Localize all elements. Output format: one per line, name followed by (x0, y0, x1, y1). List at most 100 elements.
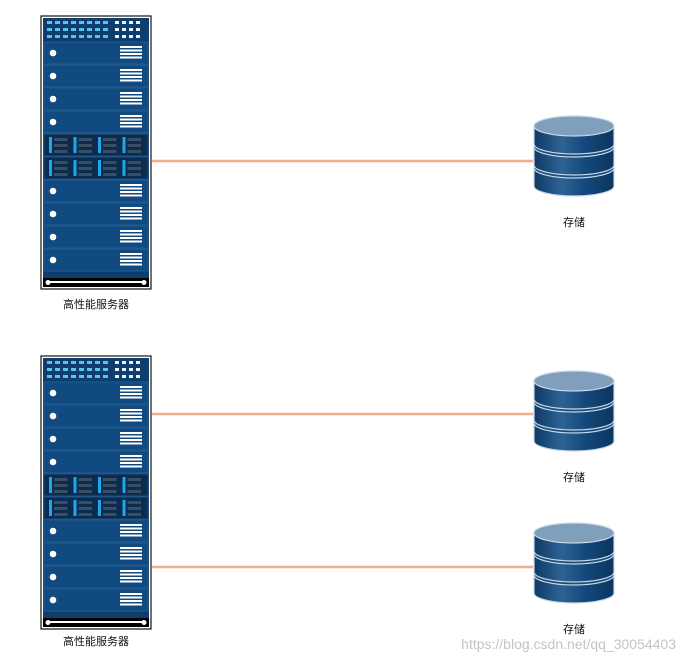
rack-wheel-icon (45, 280, 51, 285)
vent-icon (120, 237, 142, 239)
port-icon (103, 28, 108, 31)
drive-slot (54, 478, 68, 481)
port-icon (87, 361, 92, 364)
drive-led-icon (98, 160, 101, 176)
drive-slot (127, 513, 141, 516)
vent-icon (120, 214, 142, 216)
port-icon (115, 21, 119, 24)
power-led-icon (49, 95, 57, 103)
drive-slot (103, 138, 117, 141)
drive-slot (54, 167, 68, 170)
vent-icon (120, 191, 142, 193)
storage-label: 存储 (563, 471, 585, 484)
drive-slot (78, 484, 92, 487)
vent-icon (120, 72, 142, 75)
port-icon (129, 35, 133, 38)
drive-led-icon (98, 477, 101, 493)
drive-slot (103, 150, 117, 153)
drive-slot (78, 501, 92, 504)
vent-icon (120, 600, 142, 602)
port-icon (79, 35, 84, 38)
port-icon (79, 361, 84, 364)
port-icon (129, 28, 133, 31)
port-icon (47, 368, 52, 371)
drive-slot (127, 150, 141, 153)
vent-icon (120, 260, 142, 262)
vent-icon (120, 53, 142, 55)
drive-slot (103, 161, 117, 164)
drive-slot (103, 144, 117, 147)
port-icon (71, 375, 76, 378)
port-icon (79, 375, 84, 378)
drive-slot (78, 150, 92, 153)
vent-icon (120, 412, 142, 415)
drive-slot (127, 167, 141, 170)
vent-icon (120, 393, 142, 395)
port-icon (95, 35, 100, 38)
vent-icon (120, 524, 142, 526)
drive-slot (54, 501, 68, 504)
vent-icon (120, 435, 142, 438)
port-icon (47, 21, 52, 24)
drive-bay (43, 156, 149, 180)
storage-cylinder-icon (533, 522, 615, 604)
vent-icon (120, 603, 142, 606)
port-icon (55, 368, 60, 371)
storage-label: 存储 (563, 216, 585, 229)
vent-icon (120, 102, 142, 105)
drive-slot (103, 478, 117, 481)
power-led-icon (49, 573, 57, 581)
vent-icon (120, 416, 142, 418)
port-icon (63, 361, 68, 364)
drive-slot (78, 507, 92, 510)
rack-base-rail (49, 281, 143, 283)
vent-icon (120, 76, 142, 78)
port-icon (136, 375, 140, 378)
drive-slot (54, 513, 68, 516)
vent-icon (120, 439, 142, 441)
port-icon (115, 35, 119, 38)
vent-icon (120, 534, 142, 537)
vent-icon (120, 69, 142, 71)
drive-led-icon (49, 477, 52, 493)
drive-slot (54, 173, 68, 176)
drive-slot (103, 490, 117, 493)
port-icon (47, 375, 52, 378)
port-icon (115, 361, 119, 364)
storage-label: 存储 (563, 623, 585, 636)
drive-slot (78, 478, 92, 481)
port-icon (103, 368, 108, 371)
port-icon (122, 28, 126, 31)
drive-slot (78, 513, 92, 516)
power-led-icon (49, 550, 57, 558)
drive-slot (54, 484, 68, 487)
drive-slot (54, 138, 68, 141)
port-icon (129, 361, 133, 364)
server-rack (40, 15, 152, 290)
drive-led-icon (73, 160, 77, 176)
port-icon (103, 361, 108, 364)
vent-icon (120, 465, 142, 468)
drive-slot (103, 484, 117, 487)
drive-bay (43, 133, 149, 157)
vent-icon (120, 531, 142, 533)
power-led-icon (49, 118, 57, 126)
rack-wheel-icon (141, 620, 147, 625)
disk-top (533, 370, 615, 392)
power-led-icon (49, 458, 57, 466)
drive-slot (54, 150, 68, 153)
drive-slot (78, 161, 92, 164)
vent-icon (120, 577, 142, 579)
drive-led-icon (73, 137, 77, 153)
vent-icon (120, 230, 142, 232)
port-icon (63, 368, 68, 371)
vent-icon (120, 184, 142, 186)
port-icon (103, 35, 108, 38)
vent-icon (120, 79, 142, 82)
vent-icon (120, 194, 142, 197)
port-icon (47, 361, 52, 364)
power-led-icon (49, 49, 57, 57)
port-icon (122, 361, 126, 364)
